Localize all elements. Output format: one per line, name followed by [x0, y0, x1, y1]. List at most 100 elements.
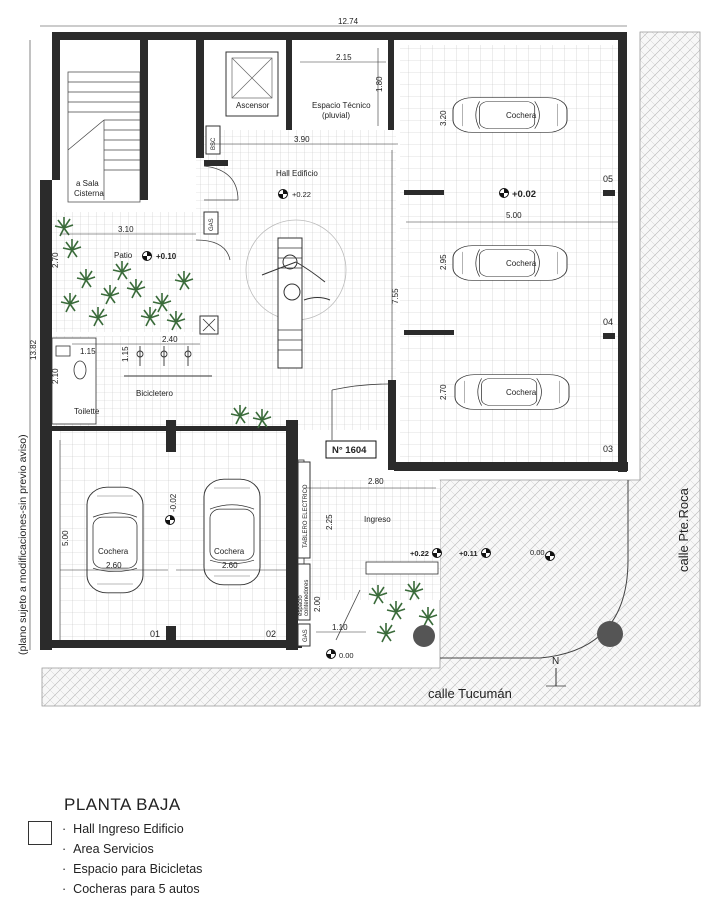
- street-number: N° 1604: [332, 445, 367, 456]
- level-sidewalk: 0.00: [530, 548, 545, 557]
- parking-bumper-05: [603, 190, 615, 196]
- level-marker-ingreso-inner: +0.22: [410, 548, 442, 558]
- cochera-03-label: Cochera: [506, 388, 537, 397]
- door-swings: [195, 165, 389, 641]
- dimension-lines: [29, 25, 627, 650]
- dim-contenedores-depth: 2.00: [313, 596, 322, 612]
- parking-space-05: Cochera 05: [452, 97, 615, 196]
- sidewalk: [41, 31, 701, 707]
- contenedores-box: [297, 563, 311, 621]
- espacio-tecnico-label: Espacio Técnico: [312, 101, 371, 110]
- sink-fixture: [55, 345, 71, 357]
- dim-cochera-01-width: 2.60: [106, 561, 122, 570]
- parking-space-04: Cochera 04: [452, 245, 615, 339]
- parking-bumper-04: [603, 333, 615, 339]
- hall-bench: [277, 237, 303, 369]
- ascensor-box: [225, 51, 279, 117]
- legend-item-bicicletas: Espacio para Bicicletas: [62, 859, 202, 879]
- level-cocheras-side: +0.02: [512, 189, 536, 200]
- dim-cochera-side-width: 5.00: [506, 211, 522, 220]
- level-cocheras-front: -0.02: [169, 493, 178, 512]
- legend: PLANTA BAJA Hall Ingreso Edificio Area S…: [28, 795, 708, 896]
- cochera-04-label: Cochera: [506, 259, 537, 268]
- hall-people-figures: [261, 254, 331, 301]
- street-tree-2: [597, 621, 623, 647]
- level-marker-entrance: 0.00: [326, 649, 354, 660]
- bsc-label: BSC: [211, 137, 217, 150]
- dim-door-width: 1.10: [332, 623, 348, 632]
- level-marker-cocheras-side: +0.02: [499, 188, 536, 200]
- legend-item-hall: Hall Ingreso Edificio: [62, 819, 202, 839]
- parking-bumpers-side: [404, 190, 454, 335]
- cochera-05-label: Cochera: [506, 111, 537, 120]
- tablero-box: [297, 461, 311, 559]
- street-east-label: calle Pte.Roca: [676, 487, 691, 572]
- gas-lower-label: GAS: [303, 629, 309, 642]
- dim-hall-depth: 7.55: [391, 288, 400, 304]
- legend-list: Hall Ingreso Edificio Area Servicios Esp…: [62, 819, 202, 899]
- street-number-plaque: [325, 440, 377, 459]
- floor-plan: Ascensor Espacio Técnico (pluvial) BSC C…: [17, 17, 701, 707]
- legend-title: PLANTA BAJA: [64, 795, 181, 814]
- dim-toilette-width: 1.15: [80, 347, 96, 356]
- level-ingreso-inner: +0.22: [410, 549, 429, 558]
- legend-swatch: [28, 821, 52, 845]
- dim-cochera-top-depth: 3.20: [439, 110, 448, 126]
- level-marker-patio: +0.10: [142, 251, 177, 261]
- parking-number-02: 02: [266, 629, 276, 639]
- dim-cochera-02-width: 2.60: [222, 561, 238, 570]
- dim-bicicletero-depth: 1.15: [121, 346, 130, 362]
- gas-lower-box: [297, 623, 311, 647]
- level-entrance: 0.00: [339, 651, 354, 660]
- bsc-box: [205, 125, 221, 155]
- patio-label: Patio: [114, 251, 133, 260]
- dim-espacio-tecnico-depth: 1.80: [375, 76, 384, 92]
- dim-total-depth: 13.82: [29, 339, 38, 360]
- dim-hall-width: 3.90: [294, 135, 310, 144]
- ascensor-cross: [231, 57, 273, 99]
- espacio-tecnico-sublabel: (pluvial): [322, 111, 350, 120]
- parking-number-01: 01: [150, 629, 160, 639]
- level-marker-hall: +0.22: [278, 189, 311, 199]
- dim-toilette-depth: 2.10: [51, 368, 60, 384]
- hall-bench-slats: [278, 247, 302, 351]
- dim-patio-width: 3.10: [118, 225, 134, 234]
- dim-ingreso-depth: 2.25: [325, 514, 334, 530]
- dim-total-width: 12.74: [338, 17, 359, 26]
- toilette-label: Toilette: [74, 407, 100, 416]
- parking-number-03: 03: [603, 444, 613, 454]
- street-tree-1: [413, 625, 435, 647]
- gas-upper-box: [203, 211, 219, 235]
- cochera-02-label: Cochera: [214, 547, 245, 556]
- sala-cisterna-sublabel: Cisterna: [74, 189, 104, 198]
- gas-upper-label: GAS: [209, 218, 215, 231]
- sala-cisterna-label: a Sala: [76, 179, 99, 188]
- level-hall: +0.22: [292, 190, 311, 199]
- contenedores-sublabel: contenedores: [304, 580, 310, 616]
- street-south-label: calle Tucumán: [428, 686, 512, 701]
- ingreso-label: Ingreso: [364, 515, 391, 524]
- bicicletero-label: Bicicletero: [136, 389, 173, 398]
- north-arrow: N: [546, 656, 566, 687]
- dim-cochera-middle-depth: 2.95: [439, 254, 448, 270]
- dim-patio-depth: 2.70: [51, 252, 60, 268]
- north-label: N: [552, 656, 559, 667]
- side-note: (plano sujeto a modificaciones-sin previ…: [17, 434, 29, 655]
- toilet-fixture: [73, 360, 87, 380]
- shaft-cross: [202, 318, 216, 332]
- level-patio: +0.10: [156, 252, 177, 261]
- planter: [365, 561, 439, 575]
- level-marker-ingreso-mid: +0.11: [459, 548, 491, 558]
- level-ingreso-mid: +0.11: [459, 549, 478, 558]
- parking-space-02: Cochera 02: [203, 478, 276, 639]
- contenedores-label: espacio: [298, 595, 304, 616]
- legend-item-servicios: Area Servicios: [62, 839, 202, 859]
- tablero-label: TABLERO ELECTRICO: [303, 484, 309, 548]
- level-marker-sidewalk: 0.00: [530, 548, 555, 561]
- parking-number-05: 05: [603, 174, 613, 184]
- dim-ingreso-width: 2.80: [368, 477, 384, 486]
- legend-item-cocheras: Cocheras para 5 autos: [62, 879, 202, 899]
- dim-bicicletero-width: 2.40: [162, 335, 178, 344]
- ascensor-inner: [231, 57, 273, 99]
- parking-space-01: Cochera 01: [86, 486, 160, 639]
